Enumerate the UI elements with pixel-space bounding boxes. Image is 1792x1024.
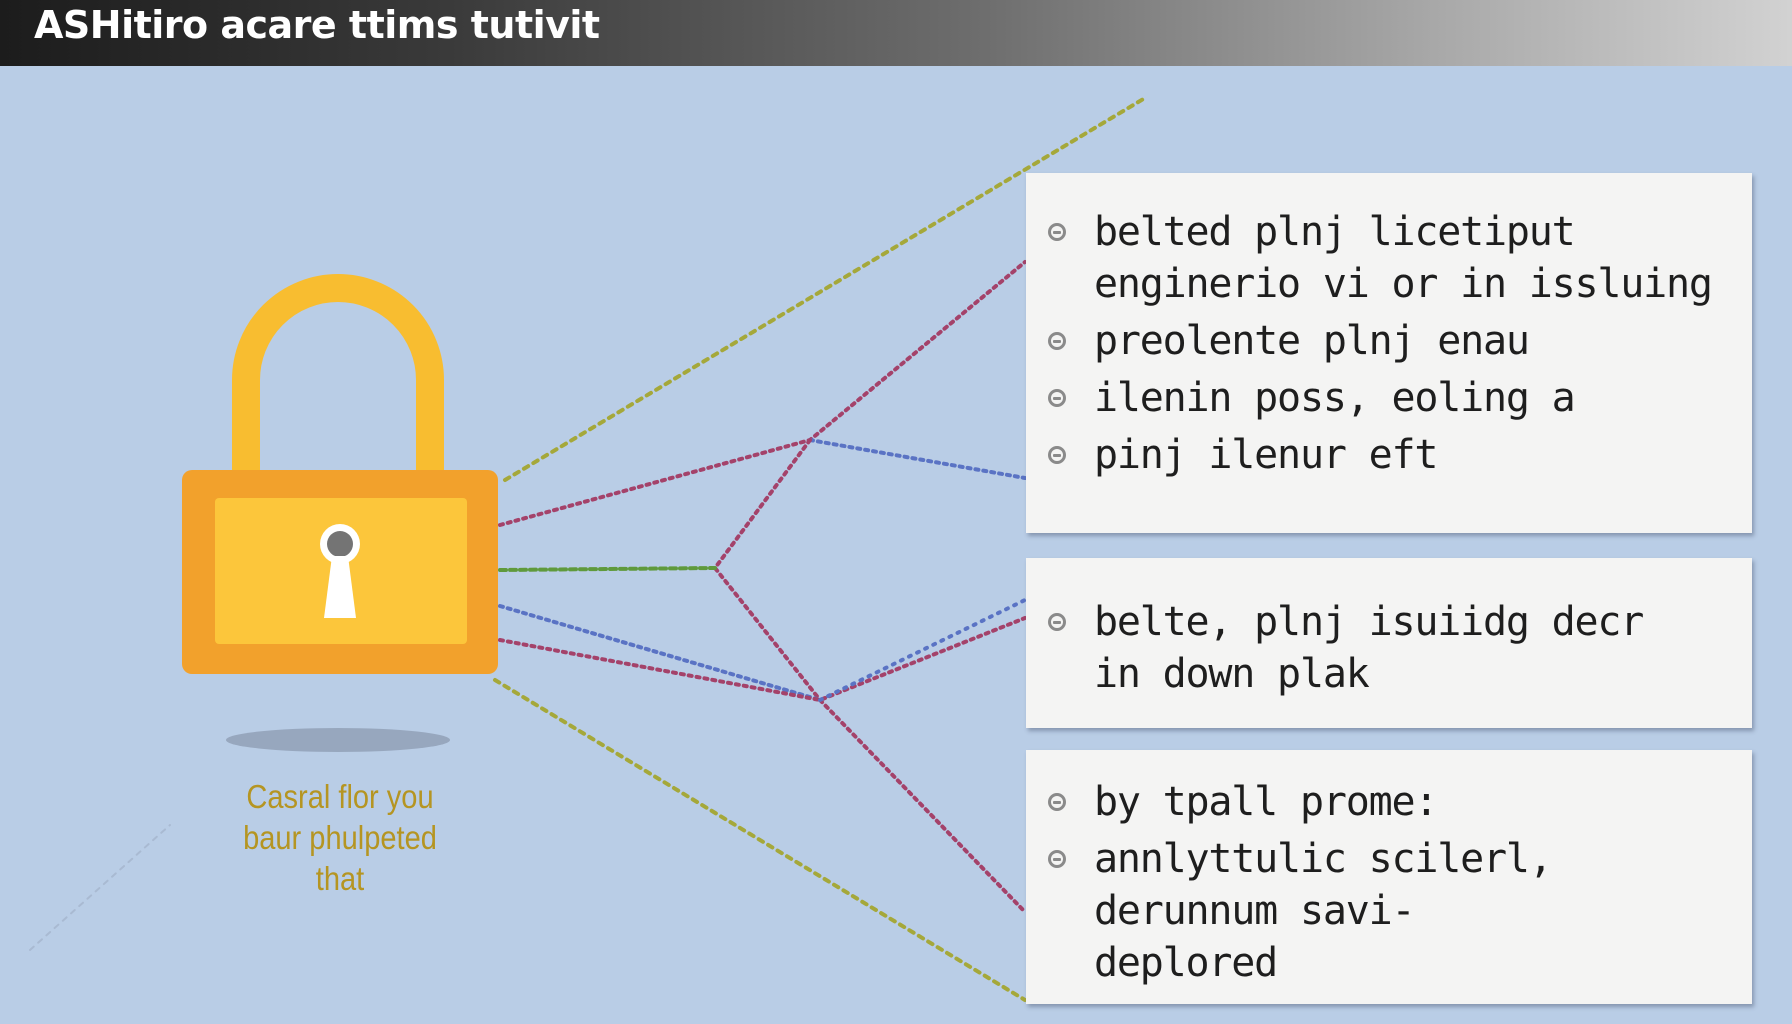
list-item-text: ilenin poss, eoling a — [1094, 375, 1576, 421]
bullet-circle-icon — [1048, 389, 1066, 407]
list-item: pinj ilenur eft — [1026, 429, 1752, 481]
list-item-text: annlyttulic scilerl, — [1094, 836, 1553, 882]
bullet-list: by tpall prome: annlyttulic scilerl, der… — [1026, 776, 1752, 989]
list-item: by tpall prome: — [1026, 776, 1752, 828]
list-item: belted plnj licetiput enginerio vi or in… — [1026, 206, 1752, 310]
list-item: belte, plnj isuiidg decr in down plak — [1026, 596, 1752, 700]
bullet-circle-icon — [1048, 850, 1066, 868]
connector-red-4 — [818, 698, 1027, 914]
connector-red-2 — [712, 438, 822, 702]
bullet-circle-icon — [1048, 446, 1066, 464]
info-panel-2: belte, plnj isuiidg decr in down plak — [1026, 558, 1752, 728]
bullet-list: belte, plnj isuiidg decr in down plak — [1026, 596, 1752, 700]
connector-olive-faint — [29, 824, 171, 951]
padlock-icon — [182, 274, 498, 752]
lock-caption-line: that — [315, 860, 365, 897]
lock-shadow — [226, 728, 450, 752]
lock-caption-line: Casral flor you — [246, 778, 434, 815]
list-item-text: by tpall prome: — [1094, 779, 1438, 825]
lock-caption: Casral flor you baur phulpeted that — [190, 776, 489, 899]
list-item-text: in down plak — [1094, 651, 1370, 697]
connector-olive-top — [503, 96, 1147, 482]
connector-blue-2 — [498, 604, 822, 702]
bullet-circle-icon — [1048, 223, 1066, 241]
connector-blue-3 — [818, 598, 1027, 702]
bullet-circle-icon — [1048, 613, 1066, 631]
bullet-circle-icon — [1048, 332, 1066, 350]
connector-red-3 — [498, 616, 1027, 703]
lock-shackle — [232, 274, 444, 478]
lock-caption-line: baur phulpeted — [243, 819, 437, 856]
info-panel-3: by tpall prome: annlyttulic scilerl, der… — [1026, 750, 1752, 1004]
page-title: ASHitiro acare ttims tutivit — [34, 3, 600, 47]
list-item: ilenin poss, eoling a — [1026, 372, 1752, 424]
connector-olive-bottom — [493, 678, 1027, 1002]
list-item-text: belted plnj licetiput — [1094, 209, 1576, 255]
connector-lines — [29, 96, 1147, 1002]
header-bar: ASHitiro acare ttims tutivit — [0, 0, 1792, 66]
list-item-text: derunnum savi- — [1094, 888, 1416, 934]
list-item: annlyttulic scilerl, derunnum savi- depl… — [1026, 833, 1752, 989]
bullet-circle-icon — [1048, 793, 1066, 811]
connector-blue-1 — [808, 438, 1027, 480]
list-item-text: belte, plnj isuiidg decr — [1094, 599, 1644, 645]
connector-green-middle — [498, 566, 717, 572]
info-panel-1: belted plnj licetiput enginerio vi or in… — [1026, 173, 1752, 533]
list-item-text: preolente plnj enau — [1094, 318, 1530, 364]
keyhole-slot — [324, 556, 356, 618]
list-item-text: deplored — [1094, 940, 1278, 986]
connector-red-1 — [498, 260, 1027, 527]
list-item-text: pinj ilenur eft — [1094, 432, 1438, 478]
list-item-text: enginerio vi or in issluing — [1094, 261, 1713, 307]
bullet-list: belted plnj licetiput enginerio vi or in… — [1026, 206, 1752, 481]
keyhole-inner — [327, 531, 353, 557]
list-item: preolente plnj enau — [1026, 315, 1752, 367]
